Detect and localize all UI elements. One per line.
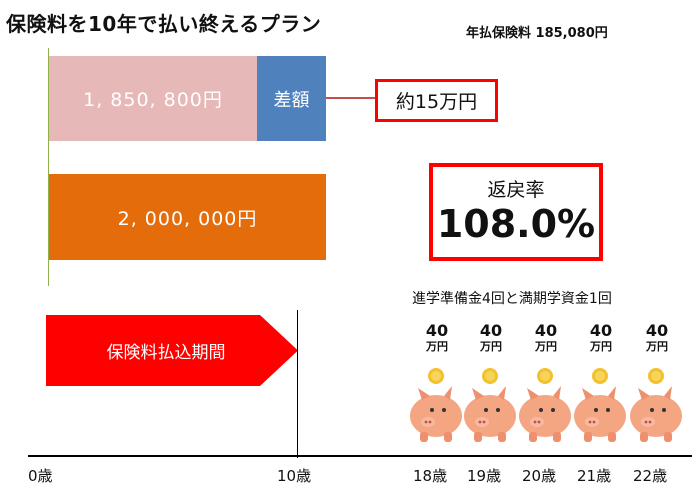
- return-total-bar: 2, 000, 000円: [49, 174, 326, 260]
- age-label-payout: 19歳: [467, 467, 502, 485]
- payout-item: 40 万円: [522, 321, 570, 354]
- payout-amount: 40: [479, 321, 503, 340]
- page-title: 保険料を10年で払い終えるプラン: [6, 12, 322, 36]
- age-label-payout: 22歳: [633, 467, 668, 485]
- difference-connector: [326, 97, 376, 99]
- age-label-payout: 18歳: [413, 467, 448, 485]
- age-label-10: 10歳: [277, 467, 312, 485]
- timeline-axis: [28, 455, 692, 457]
- payout-unit: 万円: [535, 340, 557, 353]
- payout-amount: 40: [534, 321, 558, 340]
- return-rate-value: 108.0%: [436, 202, 596, 246]
- payment-period-arrow: [46, 315, 298, 386]
- payout-unit: 万円: [480, 340, 502, 353]
- payout-item: 40 万円: [577, 321, 625, 354]
- difference-bar-label: 差額: [273, 89, 310, 111]
- return-total-label: 2, 000, 000円: [117, 207, 258, 230]
- age-label-start: 0歳: [28, 467, 53, 485]
- payout-unit: 万円: [426, 340, 448, 353]
- difference-bar: 差額: [257, 56, 326, 141]
- difference-value: 約15万円: [395, 91, 478, 113]
- premium-total-bar: 1, 850, 800円: [49, 56, 257, 141]
- payout-item: 40 万円: [413, 321, 461, 354]
- return-rate-label: 返戻率: [487, 179, 545, 201]
- piggy-bank-icon: [574, 368, 626, 442]
- piggy-bank-icon: [410, 368, 462, 442]
- piggy-bank-icon: [464, 368, 516, 442]
- piggy-bank-icon: [630, 368, 682, 442]
- payout-summary: 進学準備金4回と満期学資金1回: [412, 291, 612, 307]
- baseline-vertical: [48, 48, 49, 286]
- difference-callout: 約15万円: [375, 79, 498, 122]
- payout-amount: 40: [589, 321, 613, 340]
- age-10-marker: [297, 310, 298, 458]
- return-rate-box: 返戻率 108.0%: [429, 163, 603, 261]
- payout-unit: 万円: [646, 340, 668, 353]
- payout-item: 40 万円: [633, 321, 681, 354]
- piggy-bank-icon: [519, 368, 571, 442]
- payout-unit: 万円: [590, 340, 612, 353]
- premium-total-label: 1, 850, 800円: [83, 89, 223, 111]
- age-label-payout: 21歳: [577, 467, 612, 485]
- age-label-payout: 20歳: [522, 467, 557, 485]
- payout-amount: 40: [425, 321, 449, 340]
- payment-period-label: 保険料払込期間: [106, 343, 226, 363]
- payout-item: 40 万円: [467, 321, 515, 354]
- payout-amount: 40: [645, 321, 669, 340]
- annual-premium: 年払保険料 185,080円: [466, 26, 608, 41]
